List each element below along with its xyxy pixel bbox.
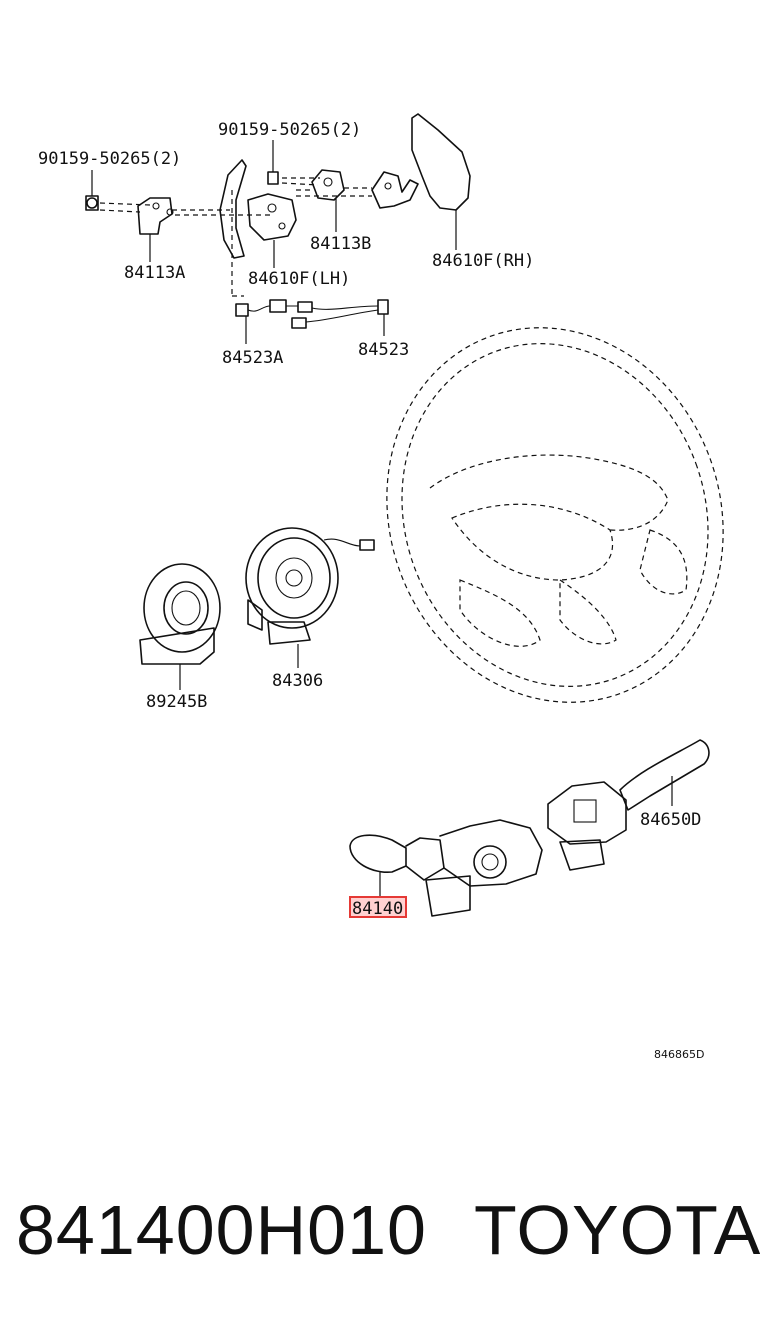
label-wiper-switch: 84650D [640,810,701,830]
harness-drawing [235,299,389,344]
label-bolt-top: 90159-50265(2) [218,120,361,140]
label-bolt-left: 90159-50265(2) [38,149,181,169]
spiral-cable-84306-drawing [245,527,375,668]
steering-wheel-drawing [386,327,724,703]
label-paddle-lh: 84610F(LH) [248,269,350,289]
brand-name: TOYOTA [474,1191,760,1269]
paddle-rh-drawing [371,113,471,250]
bracket-84113b-drawing [311,169,345,232]
bolt-left-drawing [85,170,99,211]
bracket-84113a-drawing [137,197,174,262]
footer: 841400H010 TOYOTA [0,1190,760,1280]
label-figure-code: 846865D [654,1048,704,1061]
label-turn-switch: 84140 [352,899,403,919]
turn-switch-84140-drawing [349,819,543,917]
label-sensor: 89245B [146,692,207,712]
bolt-top-drawing [267,140,279,185]
label-harness-a: 84523A [222,348,283,368]
label-bracket-b: 84113B [310,234,371,254]
label-harness: 84523 [358,340,409,360]
paddle-lh-drawing [219,159,297,268]
highlight-box [349,896,407,918]
part-number: 841400H010 [16,1191,427,1269]
label-paddle-rh: 84610F(RH) [432,251,534,271]
sensor-89245b-drawing [139,563,221,690]
label-bracket-a: 84113A [124,263,185,283]
label-spiral-cable: 84306 [272,671,323,691]
wiper-switch-84650d-drawing [547,739,710,871]
